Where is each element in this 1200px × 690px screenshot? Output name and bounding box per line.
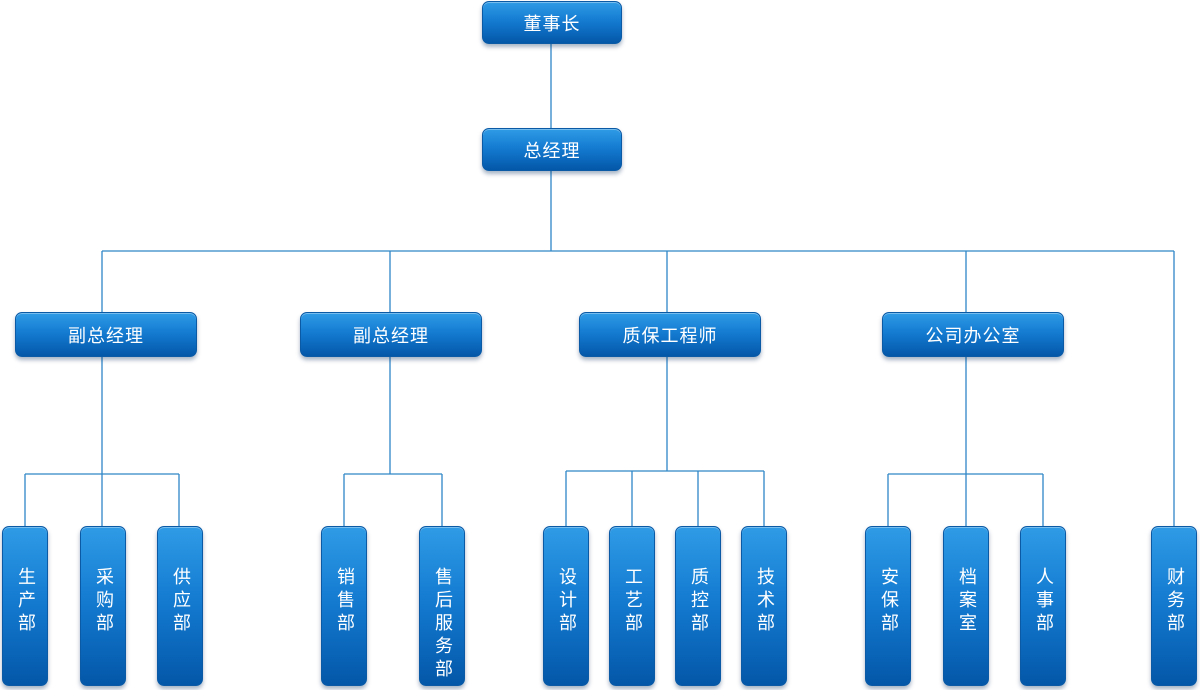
node-supply-dept: 供应部 [157, 526, 203, 686]
node-purchasing-dept: 采购部 [80, 526, 126, 686]
node-technology-dept: 技术部 [741, 526, 787, 686]
node-chairman-label: 董事长 [523, 13, 581, 35]
node-chairman: 董事长 [482, 1, 622, 44]
node-hr-dept: 人事部 [1020, 526, 1066, 686]
node-after-sales-dept-label: 售后服务部 [432, 567, 453, 682]
node-company-office: 公司办公室 [882, 312, 1064, 357]
node-finance-dept-label: 财务部 [1164, 567, 1185, 636]
node-production-dept-label: 生产部 [15, 567, 36, 636]
node-sales-dept-label: 销售部 [334, 567, 355, 636]
node-process-dept: 工艺部 [609, 526, 655, 686]
node-hr-dept-label: 人事部 [1033, 567, 1054, 636]
node-deputy-gm-1-label: 副总经理 [68, 325, 144, 347]
node-deputy-gm-1: 副总经理 [15, 312, 197, 357]
node-design-dept-label: 设计部 [556, 567, 577, 636]
node-purchasing-dept-label: 采购部 [93, 567, 114, 636]
node-archives-room-label: 档案室 [956, 567, 977, 636]
node-deputy-gm-2: 副总经理 [300, 312, 482, 357]
node-company-office-label: 公司办公室 [925, 325, 1021, 347]
node-quality-control-dept: 质控部 [675, 526, 721, 686]
node-supply-dept-label: 供应部 [170, 567, 191, 636]
node-general-manager-label: 总经理 [523, 140, 581, 162]
node-deputy-gm-2-label: 副总经理 [353, 325, 429, 347]
node-qa-engineer-label: 质保工程师 [622, 325, 718, 347]
node-finance-dept: 财务部 [1151, 526, 1197, 686]
node-after-sales-dept: 售后服务部 [419, 526, 465, 686]
node-security-dept: 安保部 [865, 526, 911, 686]
node-qa-engineer: 质保工程师 [579, 312, 761, 357]
node-archives-room: 档案室 [943, 526, 989, 686]
node-quality-control-dept-label: 质控部 [688, 567, 709, 636]
node-general-manager: 总经理 [482, 128, 622, 171]
node-process-dept-label: 工艺部 [622, 567, 643, 636]
node-security-dept-label: 安保部 [878, 567, 899, 636]
node-sales-dept: 销售部 [321, 526, 367, 686]
node-technology-dept-label: 技术部 [754, 567, 775, 636]
node-design-dept: 设计部 [543, 526, 589, 686]
node-production-dept: 生产部 [2, 526, 48, 686]
